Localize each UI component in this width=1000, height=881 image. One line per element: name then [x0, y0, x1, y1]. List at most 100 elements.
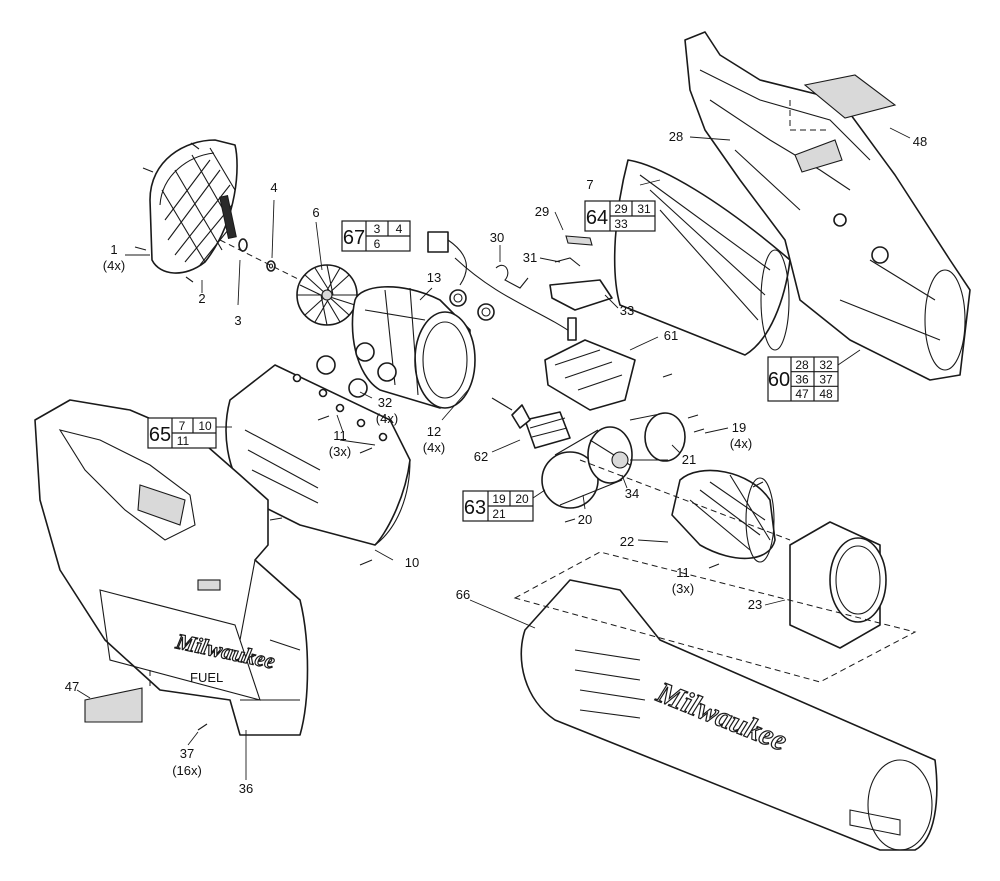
part-controller-board — [544, 317, 636, 411]
kit-65-part-b: 10 — [198, 419, 212, 433]
kit-65-part-a: 7 — [179, 419, 186, 433]
callout-1: 1 — [110, 242, 117, 257]
part-nozzle-screws — [708, 481, 764, 569]
callout-47: 47 — [65, 679, 79, 694]
part-grille-screws — [134, 142, 200, 283]
callout-11b-qty: (3x) — [672, 581, 694, 596]
callout-29: 29 — [535, 204, 549, 219]
part-trigger-bracket — [549, 279, 613, 311]
kit-box-60: 60 28 32 36 37 47 48 — [767, 349, 861, 402]
callout-37-qty: (16x) — [172, 763, 202, 778]
callout-2: 2 — [198, 291, 205, 306]
kit-60-part-c: 36 — [795, 373, 809, 387]
callout-12: 12 — [427, 424, 441, 439]
callout-10: 10 — [405, 555, 419, 570]
kit-60-number: 60 — [768, 369, 790, 391]
kit-67-part-b: 4 — [396, 222, 403, 236]
callout-11a-qty: (3x) — [329, 444, 351, 459]
part-right-housing — [684, 31, 971, 381]
kit-60-part-b: 32 — [819, 358, 833, 372]
part-motor-screws — [564, 373, 705, 523]
callout-11b: 11 — [676, 565, 690, 580]
kit-65-part-c: 11 — [177, 434, 190, 448]
part-rotor — [491, 397, 571, 449]
callout-20: 20 — [578, 512, 592, 527]
callout-13: 13 — [427, 270, 441, 285]
part-fan-housing — [351, 286, 476, 409]
callout-19: 19 — [732, 420, 746, 435]
kit-63-part-b: 20 — [515, 492, 529, 506]
kit-63-part-a: 19 — [492, 492, 506, 506]
kit-box-64: 64 29 31 33 — [584, 200, 656, 232]
part-label-left — [84, 687, 143, 723]
callout-37: 37 — [180, 746, 194, 761]
part-housing-screw — [197, 723, 208, 731]
callout-32: 32 — [378, 395, 392, 410]
callout-7: 7 — [586, 177, 593, 192]
callout-48: 48 — [913, 134, 927, 149]
part-nozzle-tube: Milwaukee — [520, 579, 938, 851]
kit-64-part-c: 33 — [614, 217, 628, 231]
callout-19-qty: (4x) — [730, 436, 752, 451]
callout-30: 30 — [490, 230, 504, 245]
callout-36: 36 — [239, 781, 253, 796]
callout-61: 61 — [664, 328, 678, 343]
part-washer — [238, 238, 248, 252]
callout-1-qty: (4x) — [103, 258, 125, 273]
part-motor-end-cap — [629, 412, 686, 462]
part-fan — [296, 264, 358, 326]
callout-11a: 11 — [333, 428, 347, 443]
kit-60-part-a: 28 — [795, 358, 809, 372]
callout-28: 28 — [669, 129, 683, 144]
part-upper-shroud — [613, 159, 791, 356]
kit-box-63: 63 19 20 21 — [462, 489, 546, 522]
callout-32-qty: (4x) — [376, 411, 398, 426]
part-wire-clip — [495, 264, 529, 289]
kit-box-65: 65 7 10 11 — [147, 417, 232, 449]
part-label-right — [803, 74, 897, 119]
kit-60-part-d: 37 — [819, 373, 833, 387]
part-contact-plate — [565, 235, 593, 246]
kit-67-part-a: 3 — [374, 222, 381, 236]
kit-60-part-e: 47 — [795, 387, 809, 401]
callout-23: 23 — [748, 597, 762, 612]
callout-12-qty: (4x) — [423, 440, 445, 455]
callout-4: 4 — [270, 180, 277, 195]
callout-31: 31 — [523, 250, 537, 265]
axis-line-fan — [219, 239, 311, 286]
kit-64-part-a: 29 — [614, 202, 628, 216]
part-inner-shroud-left — [225, 364, 411, 546]
kit-64-number: 64 — [586, 207, 608, 229]
callout-34: 34 — [625, 486, 639, 501]
part-bearings — [449, 289, 495, 321]
label-leader-dash-right — [789, 100, 830, 131]
kit-box-67: 67 3 4 6 — [341, 220, 411, 252]
callout-62: 62 — [474, 449, 488, 464]
part-shroud-screws — [269, 373, 388, 566]
kit-67-part-c: 6 — [374, 237, 381, 251]
part-switch-connector — [427, 231, 576, 336]
callout-21: 21 — [682, 452, 696, 467]
callout-6: 6 — [312, 205, 319, 220]
kit-65-number: 65 — [149, 424, 171, 446]
left-housing-fuel-label: FUEL — [190, 670, 223, 685]
callout-66: 66 — [456, 587, 470, 602]
kit-63-part-c: 21 — [492, 507, 506, 521]
callout-33: 33 — [620, 303, 634, 318]
part-clip — [554, 257, 581, 267]
kit-63-number: 63 — [464, 497, 486, 519]
part-motor-stator — [541, 426, 633, 509]
part-bumpers — [316, 355, 368, 398]
kit-60-part-f: 48 — [819, 387, 833, 401]
part-foam-sleeve — [789, 521, 887, 649]
nozzle-assembly-outline — [513, 551, 917, 683]
part-intake-grille — [149, 139, 238, 274]
callout-22: 22 — [620, 534, 634, 549]
kit-64-part-b: 31 — [637, 202, 651, 216]
part-nut — [266, 260, 276, 272]
callout-labels: 1 (4x) 2 3 4 6 7 10 11 (3x) 11 (3x) 12 (… — [65, 129, 927, 796]
part-left-housing: Milwaukee FUEL — [34, 399, 309, 736]
leader-lines — [76, 127, 911, 780]
axis-line-motor — [579, 459, 791, 541]
